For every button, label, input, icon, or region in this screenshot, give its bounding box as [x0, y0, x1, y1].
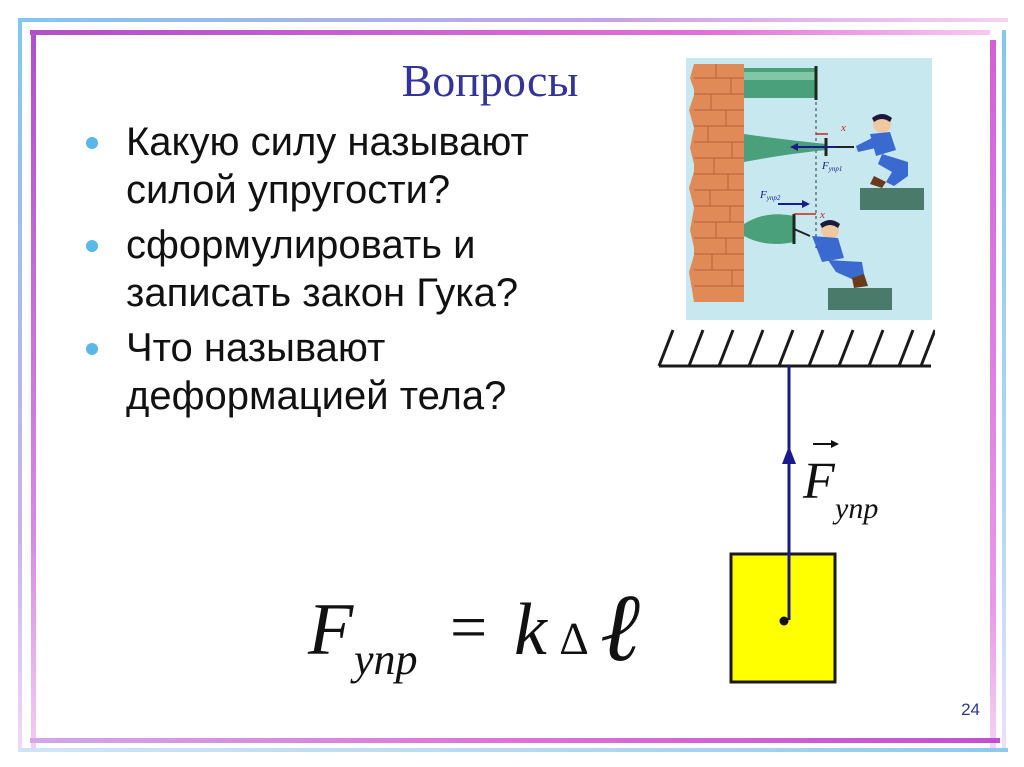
force-arrow-head-icon	[782, 446, 796, 464]
force-vector-1: x Fупр1	[790, 122, 846, 173]
question-item: сформулировать и записать закон Гука?	[84, 221, 554, 317]
frame-top-inner-line	[30, 30, 990, 35]
svg-text:x: x	[819, 209, 825, 221]
frame-left-outer-line	[18, 18, 22, 748]
frame-bottom-inner-line	[30, 738, 1000, 743]
svg-text:Fупр1: Fупр1	[821, 160, 842, 173]
frame-right-inner-line	[990, 40, 996, 750]
formula-length-symbol: ℓ	[600, 574, 640, 681]
force-vector-2: Fупр2 x	[759, 189, 825, 221]
frame-top-outer-line	[18, 18, 1008, 22]
hanging-weight-diagram: F упр	[657, 329, 935, 684]
spring-unstretched	[744, 66, 818, 100]
svg-text:F: F	[802, 453, 836, 510]
bullet-dot-icon	[86, 137, 98, 149]
formula-equals-sign: =	[450, 591, 488, 664]
person-pulling-upper	[856, 114, 924, 210]
question-item: Что называют деформацией тела?	[84, 324, 554, 420]
question-text: Что называют деформацией тела?	[126, 326, 507, 418]
frame-right-outer-line	[1002, 30, 1006, 750]
force-label: F упр	[802, 440, 878, 525]
frame-bottom-outer-line	[18, 748, 1008, 752]
formula-force-symbol: F	[308, 589, 354, 671]
formula-stiffness-coefficient: k	[514, 589, 547, 671]
svg-text:x: x	[840, 122, 846, 134]
person-pushing-lower	[812, 220, 892, 310]
bullet-dot-icon	[86, 240, 98, 252]
bullet-dot-icon	[86, 343, 98, 355]
slide-title: Вопросы	[401, 55, 579, 106]
question-text: сформулировать и записать закон Гука?	[126, 223, 519, 315]
brick-wall	[689, 64, 744, 302]
formula-force-subscript: упр	[354, 635, 418, 684]
question-text: Какую силу называют силой упругости?	[126, 120, 529, 212]
question-list: Какую силу называют силой упругости? сфо…	[84, 118, 554, 427]
svg-text:Fупр2: Fупр2	[759, 189, 781, 202]
application-point	[779, 616, 789, 626]
spring-stretching-illustration: x Fупр1 Fупр2 x	[686, 58, 932, 320]
question-item: Какую силу называют силой упругости?	[84, 118, 554, 214]
ceiling-hatching	[657, 329, 935, 367]
formula-delta-symbol: ∆	[560, 613, 589, 664]
svg-text:упр: упр	[832, 492, 878, 525]
spring-compressed	[744, 214, 811, 244]
hooke-law-formula: F упр = k ∆ ℓ	[300, 574, 660, 700]
page-number: 24	[961, 700, 980, 719]
frame-left-inner-line	[31, 30, 36, 748]
